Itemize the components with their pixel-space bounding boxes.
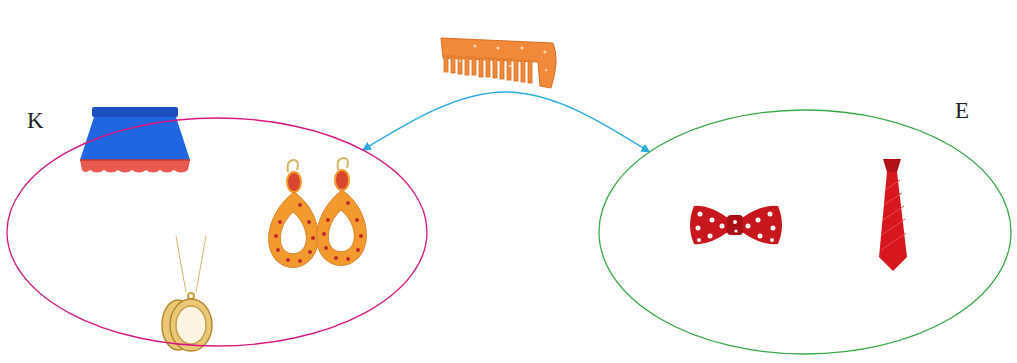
earrings-illustration-part: [326, 218, 330, 222]
bowtie-illustration-part: [756, 218, 761, 223]
skirt-illustration: [80, 107, 190, 173]
set-label: K: [27, 108, 44, 134]
double-arrow: [363, 92, 650, 152]
earrings-illustration-part: [335, 170, 349, 190]
earrings-illustration-part: [338, 158, 348, 170]
ellipse-outline: [5, 100, 430, 348]
bowtie-illustration-part: [690, 206, 728, 245]
comb-illustration-part: [458, 57, 462, 74]
comb-illustration-part: [509, 65, 511, 67]
bowtie-illustration-part: [746, 224, 751, 229]
earrings-illustration-part: [288, 160, 298, 172]
earrings-illustration-part: [317, 190, 367, 266]
earrings-illustration-part: [274, 201, 363, 263]
set-ellipse: [599, 110, 1011, 354]
earrings-illustration-part: [298, 259, 302, 263]
bowtie-illustration-part: [771, 226, 776, 231]
group-ellipse: K: [5, 100, 430, 348]
earrings-illustration-part: [322, 232, 326, 236]
skirt-illustration-part: [80, 159, 190, 161]
comb-illustration-part: [479, 58, 483, 77]
bowtie-illustration-part: [710, 218, 715, 223]
bowtie-illustration-part: [698, 212, 703, 217]
skirt-illustration-part: [92, 107, 178, 117]
bowtie-illustration-part: [733, 220, 737, 224]
earrings-illustration-part: [356, 248, 360, 252]
necktie-illustration-part: [883, 206, 904, 220]
earrings-illustration-part: [334, 256, 338, 260]
locket-illustration-part: [176, 306, 206, 344]
earrings-illustration-part: [298, 203, 302, 207]
bowtie-illustration-part: [734, 229, 737, 232]
comb-illustration-part: [486, 58, 490, 77]
necktie-illustration-part: [883, 159, 901, 172]
bowtie-illustration-part: [697, 238, 701, 242]
earrings-illustration-part: [311, 236, 315, 240]
necktie-illustration: [879, 159, 907, 271]
locket-illustration-part: [176, 236, 206, 292]
necktie-illustration-part: [879, 172, 907, 271]
bowtie-illustration-part: [768, 212, 773, 217]
bowtie-illustration-part: [742, 206, 782, 245]
earrings-illustration-part: [346, 257, 350, 261]
skirt-illustration-part: [80, 160, 190, 173]
necktie-illustration-part: [881, 233, 906, 250]
bowtie-illustration-part: [696, 226, 701, 231]
comb-illustration-part: [459, 44, 547, 71]
comb-illustration-part: [496, 46, 499, 49]
comb-illustration-part: [473, 44, 476, 47]
earrings-illustration-part: [287, 172, 301, 192]
necktie-illustration-part: [884, 193, 902, 205]
bowtie-illustration-part: [770, 238, 774, 242]
comb-illustration-part: [545, 69, 547, 71]
comb-illustration-part: [507, 59, 511, 80]
earrings-illustration: [269, 158, 367, 268]
locket-illustration: [162, 236, 212, 351]
necktie-illustration-part: [882, 219, 905, 235]
set-ellipse: [7, 118, 427, 346]
earrings-illustration-part: [274, 234, 278, 238]
comb-illustration-part: [543, 50, 546, 53]
set-label: E: [955, 98, 969, 124]
earrings-illustration-part: [346, 201, 350, 205]
necktie-illustration-part: [881, 180, 906, 250]
locket-illustration-part: [170, 299, 212, 351]
group-ellipse: E: [598, 95, 1014, 357]
comb-illustration-part: [520, 46, 523, 49]
bowtie-illustration-part: [696, 212, 776, 243]
comb-illustration-part: [444, 56, 532, 83]
earrings-illustration-part: [276, 248, 280, 252]
comb-illustration-part: [472, 57, 476, 75]
bowtie-illustration-part: [720, 224, 725, 229]
comb-illustration-part: [521, 60, 525, 82]
bowtie-illustration-part: [727, 215, 743, 235]
comb-illustration-part: [441, 38, 556, 88]
comb-illustration-part: [451, 56, 455, 73]
ellipse-outline: [598, 95, 1014, 357]
comb-illustration-part: [493, 58, 497, 78]
earrings-illustration-part: [307, 220, 311, 224]
earrings-illustration-part: [324, 246, 328, 250]
locket-illustration-part: [188, 293, 194, 299]
comb-illustration-part: [459, 60, 461, 62]
bowtie-illustration: [690, 206, 782, 245]
comb-illustration-part: [465, 57, 469, 75]
earrings-illustration-part: [308, 250, 312, 254]
earrings-illustration-part: [286, 258, 290, 262]
comb-illustration-part: [444, 56, 448, 72]
necktie-illustration-part: [885, 180, 900, 190]
earrings-illustration-part: [355, 218, 359, 222]
earrings-illustration-part: [269, 192, 319, 268]
earrings-illustration-part: [278, 220, 282, 224]
bowtie-illustration-part: [708, 234, 713, 239]
bowtie-illustration-part: [758, 234, 763, 239]
comb-illustration: [441, 38, 556, 88]
comb-illustration-part: [528, 61, 532, 83]
earrings-illustration-part: [359, 234, 363, 238]
comb-illustration-part: [514, 60, 518, 81]
comb-illustration-part: [500, 59, 504, 79]
